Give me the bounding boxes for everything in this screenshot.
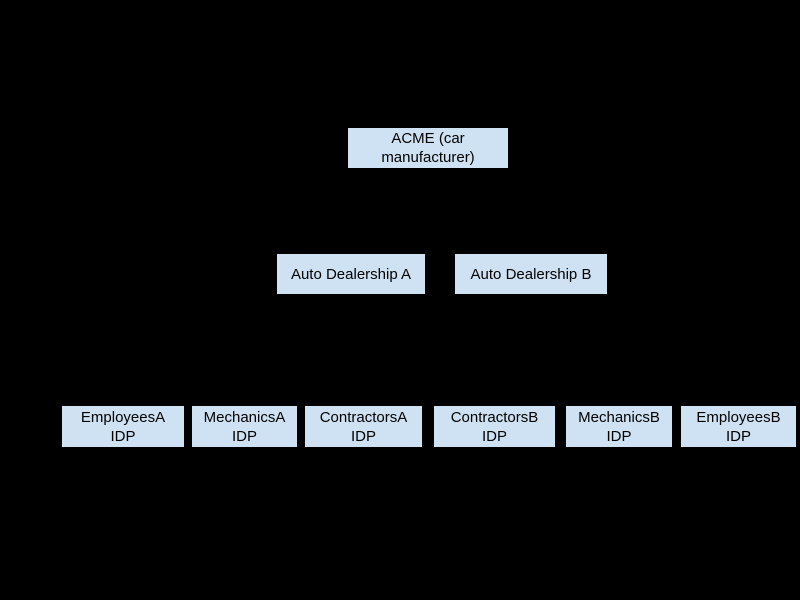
node-mechanics-a-idp: MechanicsA IDP [192, 406, 297, 447]
node-label: MechanicsA IDP [204, 408, 286, 446]
node-label-line: IDP [110, 427, 136, 445]
node-auto-dealership-b: Auto Dealership B [455, 254, 607, 294]
node-label-line: MechanicsB [578, 408, 660, 426]
node-label: ACME (car manufacturer) [381, 129, 474, 167]
node-employees-b-idp: EmployeesB IDP [681, 406, 796, 447]
node-label-line: Auto Dealership B [470, 265, 592, 283]
node-label: EmployeesB IDP [696, 408, 780, 446]
node-acme-car-manufacturer: ACME (car manufacturer) [348, 128, 508, 168]
node-label-line: MechanicsA [203, 408, 286, 426]
node-label: Auto Dealership A [291, 265, 411, 284]
node-label-line: EmployeesB [696, 408, 781, 426]
node-label-line: IDP [481, 427, 507, 445]
node-label-line: ACME (car [391, 130, 465, 147]
node-label: Auto Dealership B [471, 265, 592, 284]
node-label: ContractorsB IDP [451, 408, 539, 446]
node-employees-a-idp: EmployeesA IDP [62, 406, 184, 447]
node-contractors-a-idp: ContractorsA IDP [305, 406, 422, 447]
node-label-line: Auto Dealership A [290, 265, 412, 283]
node-label: EmployeesA IDP [81, 408, 165, 446]
node-mechanics-b-idp: MechanicsB IDP [566, 406, 672, 447]
node-auto-dealership-a: Auto Dealership A [277, 254, 425, 294]
node-label-line: manufacturer) [381, 149, 475, 166]
node-label-line: ContractorsB [450, 408, 539, 426]
node-label-line: IDP [231, 427, 257, 445]
node-label: ContractorsA IDP [320, 408, 408, 446]
node-label-line: IDP [350, 427, 376, 445]
node-label-line: IDP [725, 427, 751, 445]
node-label-line: EmployeesA [80, 408, 166, 426]
node-label: MechanicsB IDP [578, 408, 660, 446]
node-label-line: ContractorsA [319, 408, 408, 426]
node-label-line: IDP [606, 427, 632, 445]
node-contractors-b-idp: ContractorsB IDP [434, 406, 555, 447]
